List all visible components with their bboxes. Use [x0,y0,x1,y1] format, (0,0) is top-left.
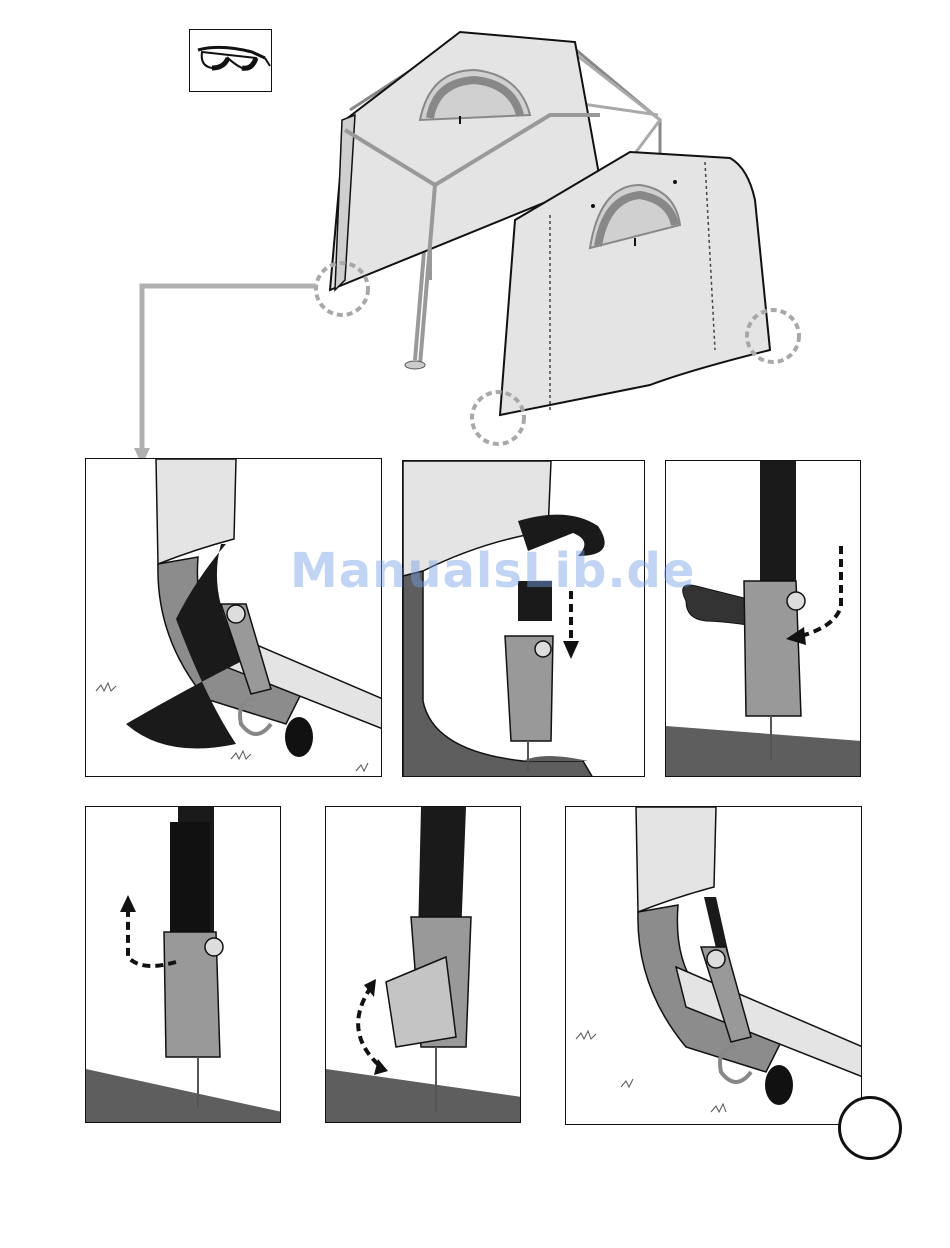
step-2-illustration [403,461,645,777]
step-5-panel [325,806,521,1123]
page-number-badge [838,1096,902,1160]
step-6-panel [565,806,862,1125]
step-4-panel [85,806,281,1123]
step-6-illustration [566,807,862,1125]
step-5-illustration [326,807,521,1123]
step-1-panel [85,458,382,777]
step-3-illustration [666,461,861,777]
step-2-panel [402,460,645,777]
shelter-overview-illustration [130,20,820,465]
step-1-illustration [86,459,382,777]
step-4-illustration [86,807,281,1123]
callout-circle-front-left [472,392,524,444]
step-3-panel [665,460,861,777]
watermark: ManualsLib.de [290,543,695,599]
